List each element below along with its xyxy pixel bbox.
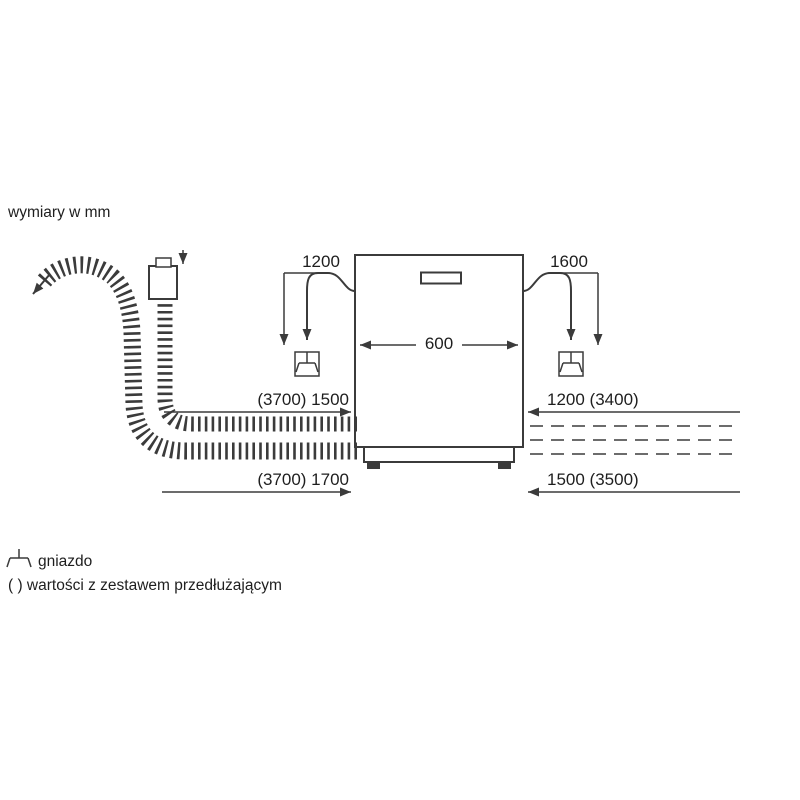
- hose-dimensions: (3700) 1500 1200 (3400) (3700) 1700 1500…: [162, 390, 740, 497]
- measure-left-top-label: (3700) 1500: [257, 390, 349, 409]
- power-cord-right-path: [522, 272, 576, 340]
- legend-socket-leg-a: [6, 557, 11, 568]
- legend: gniazdo ( ) wartości z zestawem przedłuż…: [6, 549, 282, 594]
- socket-right-leg-a: [559, 362, 564, 373]
- drain-hose-end-arrow: [32, 273, 51, 295]
- tap-connector-icon: [155, 257, 172, 268]
- dishwasher-base: [363, 446, 515, 463]
- cord-right-label: 1600: [550, 252, 588, 271]
- drain-hose-dashed-right: [530, 425, 740, 455]
- aquastop-body: [148, 265, 178, 300]
- drain-hose: [35, 256, 357, 460]
- dishwasher-handle: [420, 271, 462, 285]
- dishwasher-foot-left: [367, 462, 380, 469]
- dishwasher-foot-right: [498, 462, 511, 469]
- socket-right-leg-b: [578, 362, 583, 373]
- page-title: wymiary w mm: [7, 204, 110, 221]
- socket-left-icon: [294, 351, 320, 377]
- supply-hose: [157, 301, 357, 432]
- legend-socket-label: gniazdo: [38, 553, 92, 570]
- power-cord-left: 1200: [279, 252, 356, 377]
- socket-left-leg-b: [314, 362, 319, 373]
- legend-note: ( ) wartości z zestawem przedłużającym: [8, 577, 282, 594]
- measure-left-bottom-label: (3700) 1700: [257, 470, 349, 489]
- dishwasher-outline: [354, 254, 524, 448]
- aquastop-valve: [148, 250, 188, 300]
- power-cord-right: 1600: [522, 252, 603, 377]
- measure-right-top-label: 1200 (3400): [547, 390, 639, 409]
- power-cord-left-path: [302, 272, 356, 340]
- socket-icon: [6, 549, 32, 568]
- cord-left-label: 1200: [302, 252, 340, 271]
- width-label: 600: [425, 334, 453, 353]
- socket-left-leg-a: [295, 362, 300, 373]
- legend-socket-leg-b: [27, 557, 32, 568]
- measure-right-bottom-label: 1500 (3500): [547, 470, 639, 489]
- dishwasher: [354, 254, 524, 469]
- width-dimension: 600: [360, 334, 518, 353]
- socket-right-icon: [558, 351, 584, 377]
